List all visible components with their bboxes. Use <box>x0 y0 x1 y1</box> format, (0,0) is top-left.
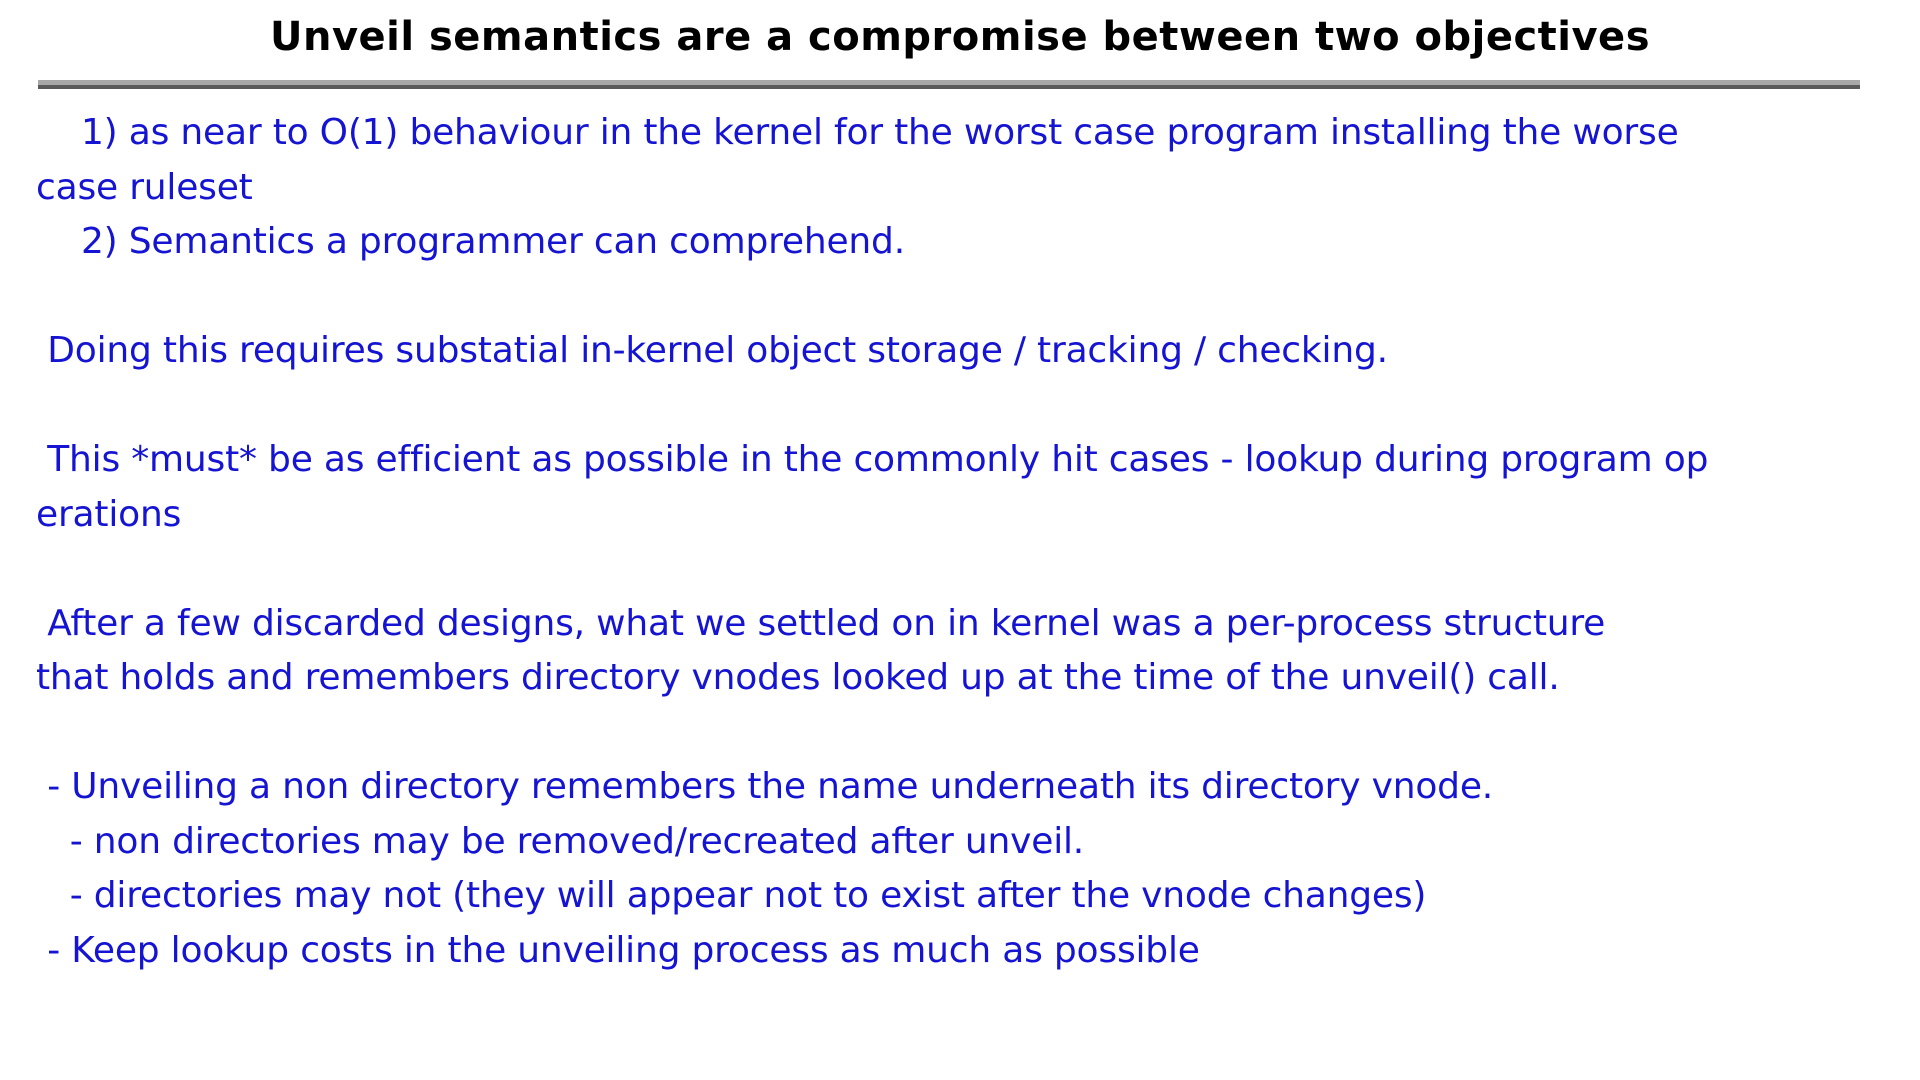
body-line: After a few discarded designs, what we s… <box>36 602 1606 644</box>
body-spacer <box>36 270 1898 325</box>
body-spacer <box>36 542 1898 597</box>
body-line: - Unveiling a non directory remembers th… <box>36 766 1494 807</box>
page-title: Unveil semantics are a compromise betwee… <box>269 14 1650 60</box>
body-line: - directories may not (they will appear … <box>36 875 1427 916</box>
slide-body: 1) as near to O(1) behaviour in the kern… <box>36 106 1898 978</box>
body-spacer <box>36 379 1898 434</box>
body-line: case ruleset <box>36 166 253 208</box>
body-line: This *must* be as efficient as possible … <box>36 439 1709 480</box>
body-line: 1) as near to O(1) behaviour in the kern… <box>36 112 1679 153</box>
body-line: that holds and remembers directory vnode… <box>36 657 1560 698</box>
body-line: erations <box>36 493 182 535</box>
title-divider-shadow <box>38 85 1860 89</box>
body-spacer <box>36 706 1898 761</box>
title-divider <box>38 80 1860 89</box>
body-line: - Keep lookup costs in the unveiling pro… <box>36 929 1200 971</box>
title-divider-highlight <box>38 80 1860 85</box>
body-line: 2) Semantics a programmer can comprehend… <box>36 221 905 262</box>
body-line: Doing this requires substatial in-kernel… <box>36 330 1388 371</box>
body-line: - non directories may be removed/recreat… <box>36 820 1085 862</box>
